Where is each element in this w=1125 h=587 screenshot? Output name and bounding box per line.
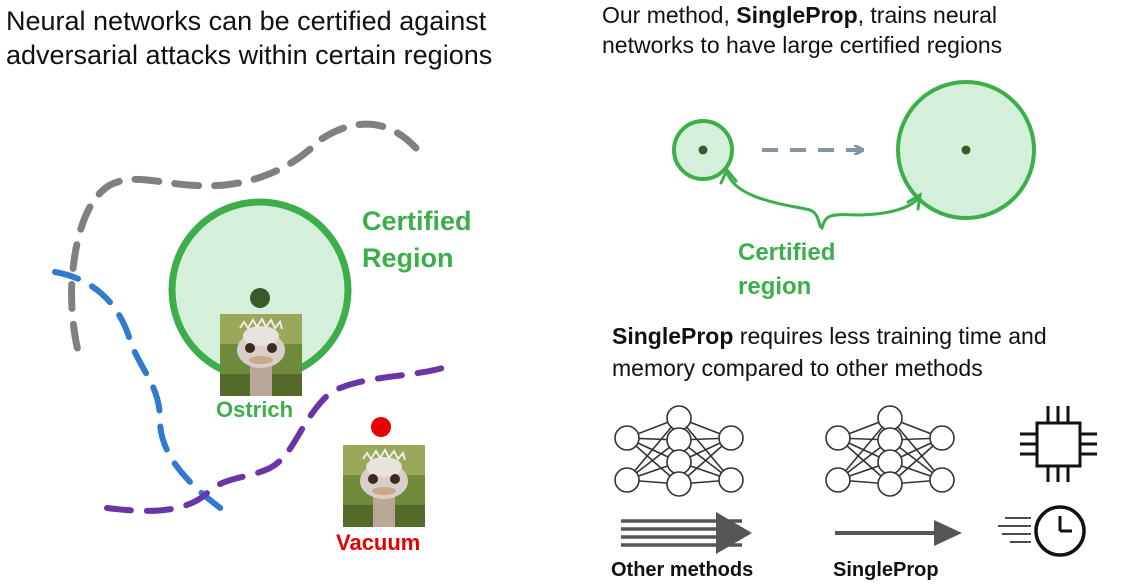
- right-heading-line2: networks to have large certified regions: [602, 32, 1003, 58]
- certified-region-label-line2: Region: [362, 243, 454, 273]
- left-heading: Neural networks can be certified against…: [6, 4, 492, 72]
- single-arrow-head: [934, 520, 962, 546]
- other-methods-label: Other methods: [611, 559, 754, 581]
- stopwatch-icon: [998, 505, 1086, 557]
- blue-decision-boundary: [52, 269, 233, 518]
- left-heading-line1: Neural networks can be certified against: [6, 6, 487, 36]
- ostrich-label: Ostrich: [216, 397, 294, 422]
- singleprop-label: SingleProp: [833, 559, 939, 581]
- ostrich-photo: [220, 314, 302, 396]
- small-region-dot: [698, 145, 708, 155]
- certified-region-bracket: [725, 170, 922, 231]
- right-heading-suffix: , trains neural: [857, 2, 997, 28]
- large-region-dot: [961, 145, 971, 155]
- right-certified-region-label: Certified region: [738, 236, 835, 304]
- cpu-chip-icon: [1020, 406, 1097, 482]
- neural-network-icon-other: [614, 405, 744, 497]
- multi-arrow-head: [716, 512, 752, 554]
- adversarial-point-dot: [371, 417, 391, 437]
- right-certified-label-line2: region: [738, 273, 812, 300]
- right-certified-label-line1: Certified: [738, 239, 836, 266]
- original-point-dot: [250, 288, 270, 308]
- neural-network-icon-singleprop: [825, 405, 955, 497]
- comparison-method: SingleProp: [612, 323, 734, 349]
- certified-region-label: Certified Region: [362, 203, 472, 277]
- bracket-arrowhead-left: [719, 167, 738, 185]
- right-heading-prefix: Our method,: [602, 2, 737, 28]
- bracket-arrowhead-right: [906, 192, 922, 211]
- right-heading-method: SingleProp: [736, 2, 858, 28]
- comparison-suffix: requires less training time and: [733, 323, 1047, 349]
- gray-decision-boundary: [68, 120, 420, 359]
- purple-decision-boundary: [104, 364, 449, 514]
- ostrich-photo-adversarial: [343, 445, 425, 527]
- comparison-line2: memory compared to other methods: [612, 355, 983, 381]
- left-heading-line2: adversarial attacks within certain regio…: [6, 40, 493, 70]
- right-heading: Our method, SingleProp, trains neural ne…: [602, 0, 1002, 60]
- certified-region-label-line1: Certified: [362, 206, 472, 236]
- vacuum-label: Vacuum: [336, 530, 421, 555]
- comparison-heading: SingleProp requires less training time a…: [612, 320, 1047, 384]
